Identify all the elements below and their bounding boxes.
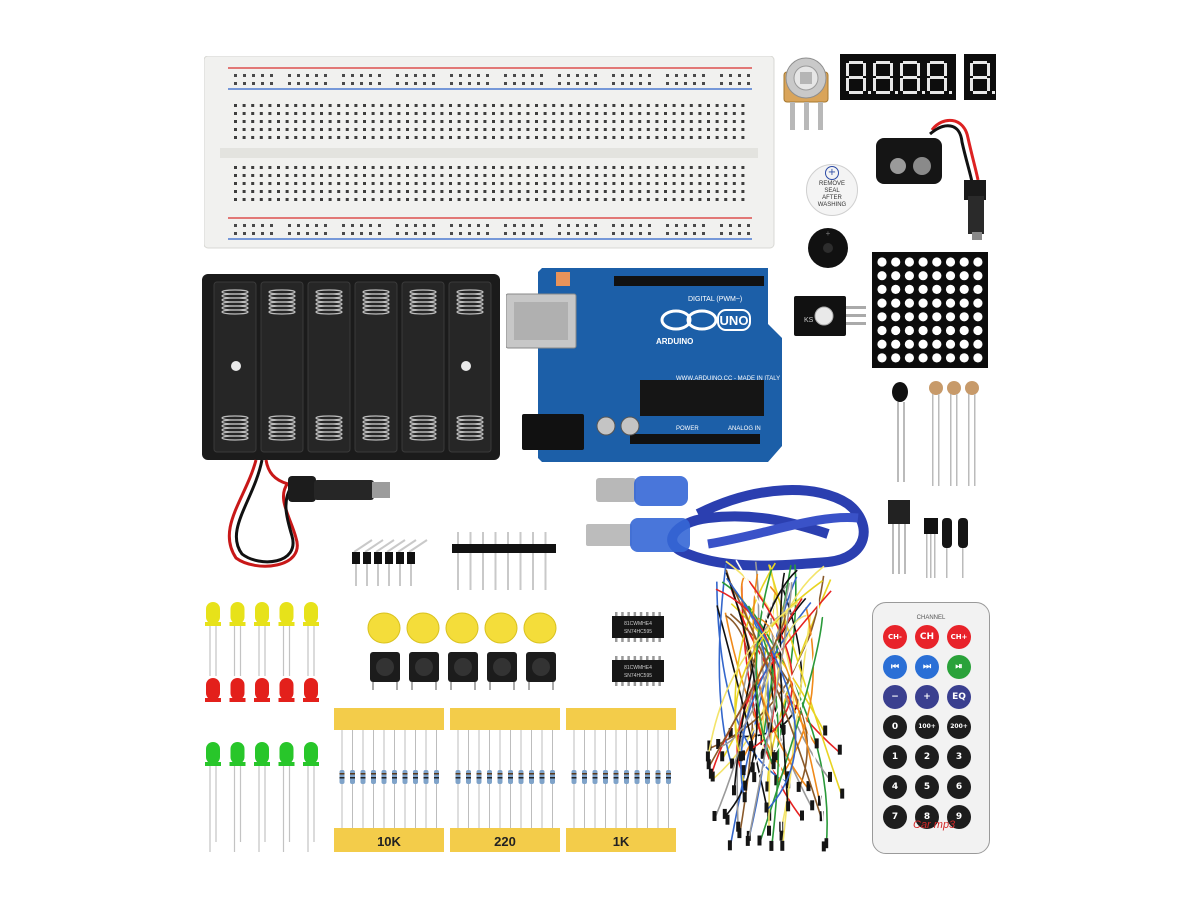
power-label: POWER: [676, 426, 699, 432]
remote-button[interactable]: 7: [883, 805, 907, 829]
tactile-switches: [370, 652, 556, 690]
remote-button[interactable]: 0: [883, 715, 907, 739]
remote-button[interactable]: 3: [947, 745, 971, 769]
usb-cable: [586, 476, 869, 571]
svg-text:KS: KS: [804, 317, 814, 324]
battery-clip: [876, 119, 986, 240]
uno-logo-text: UNO: [720, 313, 749, 328]
remote-button[interactable]: −: [883, 685, 907, 709]
four-digit-display: [840, 54, 956, 100]
remote-button[interactable]: 4: [883, 775, 907, 799]
remote-button[interactable]: EQ: [947, 685, 971, 709]
shift-register-ic-1: 81CWMHE4 SN74HC595: [612, 612, 664, 642]
remote-button[interactable]: ⏮: [883, 655, 907, 679]
seal-line-1: REMOVE: [818, 181, 845, 187]
resistor-label-220: 220: [494, 834, 516, 849]
remote-button[interactable]: 5: [915, 775, 939, 799]
led-matrix: [872, 252, 988, 368]
resistor-strips: [334, 708, 676, 852]
potentiometer: [783, 57, 829, 130]
made-in-label: WWW.ARDUINO.CC - MADE IN ITALY: [676, 376, 780, 382]
jumper-wires: [705, 559, 845, 852]
svg-text:+: +: [826, 229, 831, 238]
remote-button[interactable]: 1: [883, 745, 907, 769]
remote-button[interactable]: 100+: [915, 715, 939, 739]
analog-label: ANALOG IN: [728, 426, 761, 432]
passive-buzzer: + REMOVE SEAL AFTER WASHING: [806, 164, 858, 216]
digital-label: DIGITAL (PWM~): [688, 296, 742, 303]
remote-button[interactable]: ⏭: [915, 655, 939, 679]
rgb-led-module: KS: [794, 296, 866, 336]
plus-icon: +: [825, 166, 839, 180]
seal-line-3: AFTER: [822, 195, 842, 201]
push-button-caps: [367, 612, 557, 644]
remote-button[interactable]: ⏯: [947, 655, 971, 679]
ic1-line2: SN74HC595: [624, 629, 652, 635]
remote-header: CHANNEL: [916, 615, 946, 621]
remote-button[interactable]: 6: [947, 775, 971, 799]
led-group: [205, 602, 319, 852]
remote-button[interactable]: +: [915, 685, 939, 709]
remote-button[interactable]: CH+: [947, 625, 971, 649]
ic2-line1: 81CWMHE4: [624, 665, 652, 671]
ic1-line1: 81CWMHE4: [624, 621, 652, 627]
resistor-label-1k: 1K: [612, 834, 630, 849]
shift-register-ic-2: 81CWMHE4 SN74HC595: [612, 656, 664, 686]
straight-pin-header: [452, 532, 556, 590]
active-buzzer: +: [808, 228, 848, 268]
ic2-line2: SN74HC595: [624, 673, 652, 679]
remote-brand: Car mp3: [913, 819, 956, 831]
seal-line-4: WASHING: [817, 202, 847, 208]
resistor-label-10k: 10K: [377, 834, 401, 849]
single-digit-display: [964, 54, 996, 100]
seal-line-2: SEAL: [824, 188, 840, 194]
remote-button[interactable]: CH: [915, 625, 939, 649]
right-angle-pin-header: [352, 539, 428, 586]
seal-text: REMOVE SEAL AFTER WASHING: [807, 181, 857, 209]
remote-button[interactable]: 8: [915, 805, 939, 829]
sensors-group: [888, 381, 979, 578]
remote-button[interactable]: CH-: [883, 625, 907, 649]
remote-button[interactable]: 2: [915, 745, 939, 769]
remote-button[interactable]: 200+: [947, 715, 971, 739]
arduino-brand-text: ARDUINO: [656, 337, 693, 346]
breadboard: [204, 56, 775, 249]
remote-button[interactable]: 9: [947, 805, 971, 829]
arduino-uno-board: UNO ARDUINO DIGITAL (PWM~) WWW.ARDUINO.C…: [506, 268, 782, 462]
battery-holder: [202, 274, 500, 568]
